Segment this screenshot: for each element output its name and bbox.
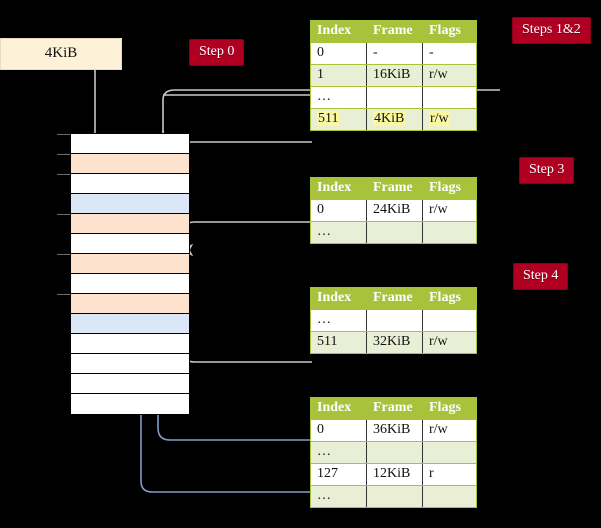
highlighted-value: 4KiB bbox=[373, 111, 406, 126]
wire-t4-row127-seg1 bbox=[140, 445, 312, 493]
page-table-level-1-r0-index: 0 bbox=[310, 419, 367, 442]
page-table-level-3-r0-flags: r/w bbox=[422, 199, 477, 222]
page-table-level-1-r0-frame: 36KiB bbox=[366, 419, 423, 442]
page-table-level-2-r0-flags bbox=[422, 309, 477, 332]
page-table-level-4-r3-frame: 4KiB bbox=[366, 108, 423, 131]
page-table-level-3-r1-frame bbox=[366, 221, 423, 244]
page-table-level-1-r3-index: … bbox=[310, 485, 367, 508]
table-row: … bbox=[310, 86, 477, 109]
page-table-level-4-header-frame: Frame bbox=[366, 20, 423, 43]
page-table-level-4-r1-flags: r/w bbox=[422, 64, 477, 87]
page-table-level-1-r1-flags bbox=[422, 441, 477, 464]
page-table-level-4-r2-frame bbox=[366, 86, 423, 109]
page-table-level-4-r2-index: … bbox=[310, 86, 367, 109]
page-table-level-3-r1-flags bbox=[422, 221, 477, 244]
table-row: … bbox=[310, 221, 477, 244]
memory-frame-5 bbox=[71, 234, 189, 254]
page-table-level-1-r2-frame: 12KiB bbox=[366, 463, 423, 486]
table-row: … bbox=[310, 309, 477, 332]
memory-frame-12 bbox=[71, 374, 189, 394]
page-table-level-2-r0-frame bbox=[366, 309, 423, 332]
page-table-level-1-r0-flags: r/w bbox=[422, 419, 477, 442]
memory-frame-0 bbox=[71, 134, 189, 154]
badge-step-3: Step 3 bbox=[520, 158, 574, 183]
table-row: … bbox=[310, 485, 477, 508]
memory-frame-10 bbox=[71, 334, 189, 354]
mem-tick-4 bbox=[57, 214, 71, 215]
page-table-level-1-r3-frame bbox=[366, 485, 423, 508]
page-table-level-3-header-index: Index bbox=[310, 177, 367, 200]
page-table-level-4-r1-frame: 16KiB bbox=[366, 64, 423, 87]
mem-tick-0 bbox=[57, 134, 71, 135]
page-table-level-3-r0-frame: 24KiB bbox=[366, 199, 423, 222]
page-table-level-1-header-flags: Flags bbox=[422, 397, 477, 420]
page-table-level-2-r1-flags: r/w bbox=[422, 331, 477, 354]
page-table-level-4-r0-frame: - bbox=[366, 42, 423, 65]
mem-tick-1 bbox=[57, 154, 71, 155]
page-table-level-3-header-frame: Frame bbox=[366, 177, 423, 200]
memory-frame-9 bbox=[71, 314, 189, 334]
page-table-level-1-r1-frame bbox=[366, 441, 423, 464]
page-table-level-2-header-frame: Frame bbox=[366, 287, 423, 310]
memory-frame-11 bbox=[71, 354, 189, 374]
page-table-level-4-r1-index: 1 bbox=[310, 64, 367, 87]
page-table-level-1-r2-index: 127 bbox=[310, 463, 367, 486]
page-table-level-4-r3-index: 511 bbox=[310, 108, 367, 131]
table-row: 511 4KiB r/w bbox=[310, 108, 477, 131]
mem-tick-6 bbox=[57, 254, 71, 255]
page-table-level-4-r0-index: 0 bbox=[310, 42, 367, 65]
wire-t3-511-to-mem bbox=[170, 275, 312, 363]
memory-frame-6 bbox=[71, 254, 189, 274]
memory-frame-7 bbox=[71, 274, 189, 294]
memory-frame-8 bbox=[71, 294, 189, 314]
memory-frame-2 bbox=[71, 174, 189, 194]
highlighted-value: r/w bbox=[429, 111, 450, 126]
badge-step-4: Step 4 bbox=[514, 264, 568, 289]
page-table-level-3-header-flags: Flags bbox=[422, 177, 477, 200]
mem-tick-2 bbox=[57, 174, 71, 175]
mem-tick-8 bbox=[57, 294, 71, 295]
page-table-level-4-r3-flags: r/w bbox=[422, 108, 477, 131]
badge-step-0: Step 0 bbox=[190, 40, 244, 65]
memory-frame-13 bbox=[71, 394, 189, 414]
memory-frame-1 bbox=[71, 154, 189, 174]
table-row: 0-- bbox=[310, 42, 477, 65]
page-table-level-4-r2-flags bbox=[422, 86, 477, 109]
highlighted-value: 511 bbox=[317, 111, 340, 126]
page-table-level-2-header-flags: Flags bbox=[422, 287, 477, 310]
page-table-level-4-header-flags: Flags bbox=[422, 20, 477, 43]
page-table-level-1-r3-flags bbox=[422, 485, 477, 508]
memory-frame-3 bbox=[71, 194, 189, 214]
physical-memory-column bbox=[70, 133, 190, 415]
memory-frame-4 bbox=[71, 214, 189, 234]
page-table-level-1-r2-flags: r bbox=[422, 463, 477, 486]
page-table-level-1-r1-index: … bbox=[310, 441, 367, 464]
page-table-level-2-r0-index: … bbox=[310, 309, 367, 332]
page-table-level-1-header-frame: Frame bbox=[366, 397, 423, 420]
page-table-level-3-r0-index: 0 bbox=[310, 199, 367, 222]
badge-steps-1-2: Steps 1&2 bbox=[513, 18, 590, 43]
page-table-level-2-r1-frame: 32KiB bbox=[366, 331, 423, 354]
page-table-level-1-header-index: Index bbox=[310, 397, 367, 420]
page-table-level-3-r1-index: … bbox=[310, 221, 367, 244]
page-table-level-4-r0-flags: - bbox=[422, 42, 477, 65]
size-label-4kib: 4KiB bbox=[0, 38, 122, 70]
page-table-level-2-header-index: Index bbox=[310, 287, 367, 310]
table-row: … bbox=[310, 441, 477, 464]
wire-t2-row0-to-mem bbox=[180, 221, 312, 257]
page-table-level-4-header-index: Index bbox=[310, 20, 367, 43]
page-table-level-2-r1-index: 511 bbox=[310, 331, 367, 354]
